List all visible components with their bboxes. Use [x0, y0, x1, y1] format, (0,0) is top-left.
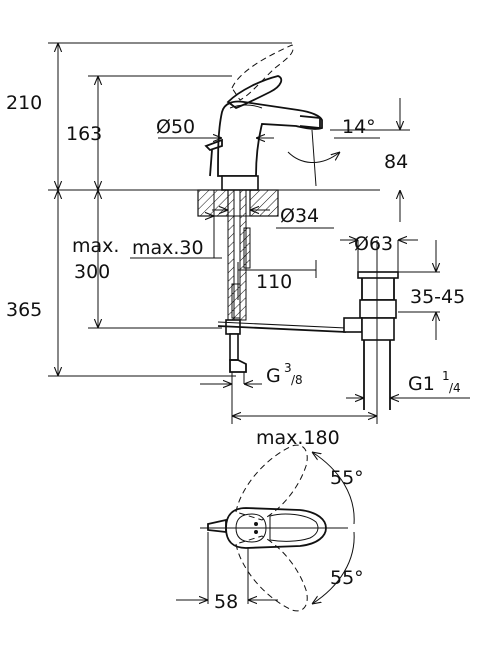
- label-angle-55-top: 55°: [330, 467, 364, 489]
- svg-text:G: G: [266, 365, 281, 387]
- svg-text:1: 1: [442, 369, 450, 383]
- dimension-lines: [48, 42, 470, 424]
- label-365: 365: [6, 299, 42, 321]
- label-g-3-8: G 3 /8: [266, 361, 303, 387]
- dimension-labels: 210 163 Ø50 14° 84 Ø34 Ø63 max. 300 max.…: [6, 92, 465, 613]
- label-angle-14: 14°: [342, 116, 376, 138]
- label-58: 58: [214, 591, 238, 613]
- label-max-30: max.30: [132, 237, 204, 259]
- svg-text:/4: /4: [449, 381, 461, 395]
- label-diameter-63: Ø63: [354, 233, 393, 255]
- label-diameter-50: Ø50: [156, 116, 195, 138]
- label-g1-1-4: G1 1 /4: [408, 369, 461, 395]
- label-angle-55-bottom: 55°: [330, 567, 364, 589]
- faucet-side-view: [204, 44, 323, 177]
- label-110: 110: [256, 271, 292, 293]
- label-max-180: max.180: [256, 427, 340, 449]
- waste-drain: [343, 240, 399, 420]
- label-max: max.: [72, 235, 119, 257]
- faucet-top-view: [200, 444, 355, 612]
- svg-text:/8: /8: [291, 373, 303, 387]
- dimension-58: [176, 532, 278, 604]
- label-300: 300: [74, 261, 110, 283]
- label-163: 163: [66, 123, 102, 145]
- svg-text:3: 3: [284, 361, 292, 375]
- label-84: 84: [384, 151, 408, 173]
- pop-up-rod: [217, 321, 347, 333]
- svg-text:G1: G1: [408, 373, 435, 395]
- label-210: 210: [6, 92, 42, 114]
- label-diameter-34: Ø34: [280, 205, 319, 227]
- label-35-45: 35-45: [410, 286, 465, 308]
